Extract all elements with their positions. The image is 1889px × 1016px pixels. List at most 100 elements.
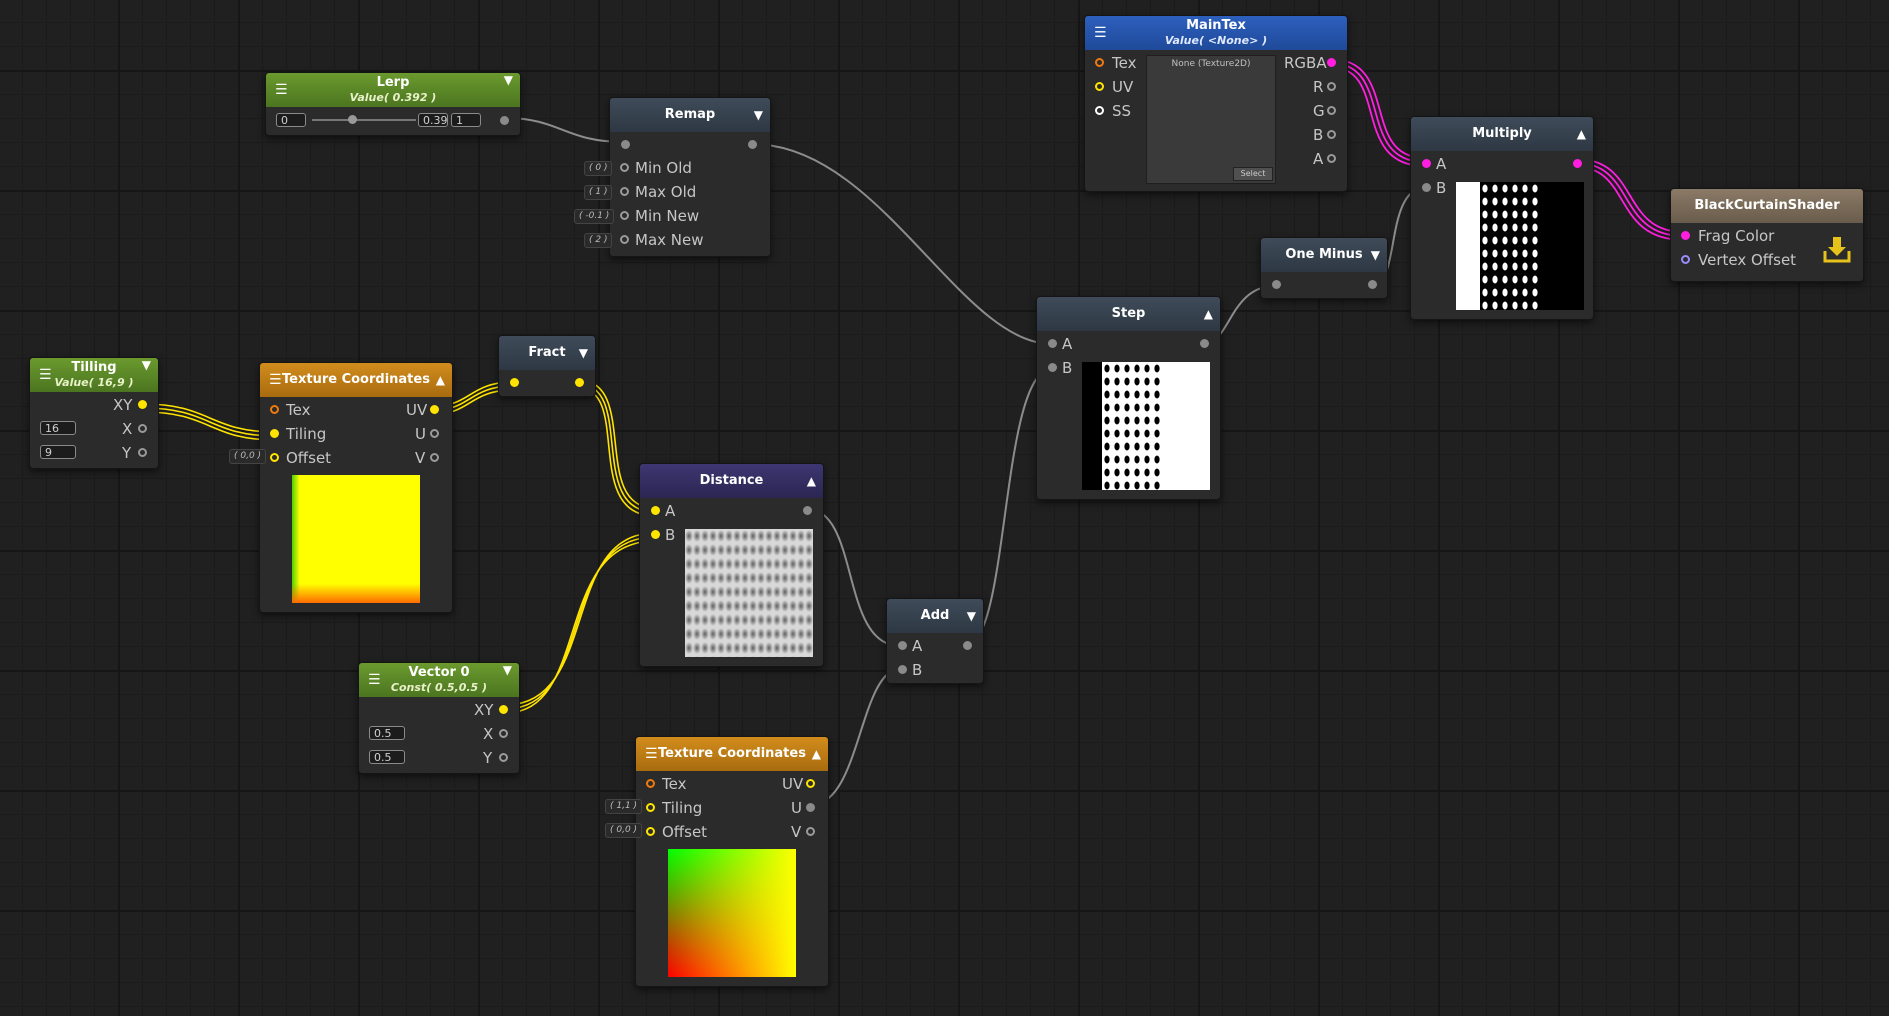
texcoord-1-uv-port[interactable] [430,405,439,414]
maintex-a-port[interactable] [1327,154,1336,163]
triangle-icon[interactable]: ▼ [966,609,976,623]
vector0-y-field[interactable]: 0.5 [369,750,405,764]
multiply-node[interactable]: Multiply ▲ A B [1410,116,1594,320]
fract-input-port[interactable] [510,378,519,387]
remap-min-new-port[interactable] [620,211,629,220]
master-node[interactable]: BlackCurtainShader Frag Color Vertex Off… [1670,188,1864,282]
maintex-g-port[interactable] [1327,106,1336,115]
maintex-r-port[interactable] [1327,82,1336,91]
maintex-tex-port[interactable] [1095,58,1104,67]
lerp-slider[interactable] [312,115,416,124]
step-node[interactable]: Step ▲ A B [1036,296,1221,500]
tilling-x-port[interactable] [138,424,147,433]
texcoord-2-offset-port[interactable] [646,827,655,836]
multiply-a-port[interactable] [1422,159,1431,168]
lerp-slider-thumb[interactable] [348,115,357,124]
triangle-icon[interactable]: ▼ [502,663,512,677]
texcoord-1-v-port[interactable] [430,453,439,462]
one-minus-header[interactable]: One Minus ▼ [1261,238,1387,272]
texcoord-2-uv-port[interactable] [806,779,815,788]
step-a-port[interactable] [1048,339,1057,348]
lerp-output-port[interactable] [500,116,509,125]
triangle-icon[interactable]: ▲ [1576,127,1586,141]
download-icon[interactable] [1821,233,1853,265]
triangle-icon[interactable]: ▼ [503,73,513,87]
texcoord-1-u-port[interactable] [430,429,439,438]
texcoord-1-header[interactable]: ☰ Texture Coordinates ▲ [260,363,452,397]
texcoord-node-2[interactable]: ☰ Texture Coordinates ▲ Tex Tiling Offse… [635,736,829,987]
hamburger-icon[interactable]: ☰ [39,367,52,383]
add-b-port[interactable] [898,665,907,674]
remap-max-old-default[interactable]: ( 1 ) [584,185,613,200]
one-minus-output-port[interactable] [1368,280,1377,289]
hamburger-icon[interactable]: ☰ [275,82,288,98]
maintex-b-port[interactable] [1327,130,1336,139]
triangle-icon[interactable]: ▲ [1203,307,1213,321]
fract-output-port[interactable] [575,378,584,387]
hamburger-icon[interactable]: ☰ [1094,25,1107,41]
lerp-node[interactable]: ☰ Lerp Value( 0.392 ) ▼ 0 0.39 1 [265,72,521,136]
one-minus-node[interactable]: One Minus ▼ [1260,237,1388,299]
triangle-icon[interactable]: ▼ [753,108,763,122]
tilling-header[interactable]: ☰ Tilling Value( 16,9 ) ▼ [30,358,158,392]
triangle-icon[interactable]: ▲ [806,474,816,488]
maintex-uv-port[interactable] [1095,82,1104,91]
remap-min-new-default[interactable]: ( -0.1 ) [574,209,615,224]
remap-node[interactable]: Remap ▼ Min Old Max Old Min New Max New [609,97,771,257]
distance-header[interactable]: Distance ▲ [640,464,823,498]
remap-max-new-port[interactable] [620,235,629,244]
texcoord-2-tiling-default[interactable]: ( 1,1 ) [605,799,643,814]
texcoord-node-1[interactable]: ☰ Texture Coordinates ▲ Tex Tiling Offse… [259,362,453,613]
tilling-x-field[interactable]: 16 [40,421,76,435]
multiply-output-port[interactable] [1573,159,1582,168]
hamburger-icon[interactable]: ☰ [368,672,381,688]
lerp-value-field[interactable]: 0.39 [418,113,448,127]
hamburger-icon[interactable]: ☰ [269,372,282,388]
texcoord-2-offset-default[interactable]: ( 0,0 ) [605,823,643,838]
tilling-y-port[interactable] [138,448,147,457]
step-b-port[interactable] [1048,363,1057,372]
remap-output-port[interactable] [748,140,757,149]
distance-b-port[interactable] [651,530,660,539]
vector0-y-port[interactable] [499,753,508,762]
tilling-y-field[interactable]: 9 [40,445,76,459]
master-frag-color-port[interactable] [1681,231,1690,240]
triangle-icon[interactable]: ▼ [1370,248,1380,262]
tilling-xy-port[interactable] [138,400,147,409]
maintex-select-button[interactable]: Select [1233,167,1273,181]
fract-header[interactable]: Fract ▼ [499,336,595,370]
lerp-min-field[interactable]: 0 [276,113,306,127]
one-minus-input-port[interactable] [1272,280,1281,289]
texcoord-2-v-port[interactable] [806,827,815,836]
vector0-header[interactable]: ☰ Vector 0 Const( 0.5,0.5 ) ▼ [359,663,519,697]
triangle-icon[interactable]: ▲ [435,373,445,387]
multiply-header[interactable]: Multiply ▲ [1411,117,1593,151]
texcoord-2-header[interactable]: ☰ Texture Coordinates ▲ [636,737,828,771]
distance-output-port[interactable] [803,506,812,515]
vector0-x-field[interactable]: 0.5 [369,726,405,740]
maintex-texture-slot[interactable]: None (Texture2D) Select [1146,55,1276,184]
step-output-port[interactable] [1200,339,1209,348]
texcoord-2-tiling-port[interactable] [646,803,655,812]
multiply-b-port[interactable] [1422,183,1431,192]
remap-min-old-default[interactable]: ( 0 ) [584,161,613,176]
triangle-icon[interactable]: ▲ [811,747,821,761]
texcoord-1-tiling-port[interactable] [270,429,279,438]
texcoord-2-tex-port[interactable] [646,779,655,788]
maintex-header[interactable]: ☰ MainTex Value( <None> ) [1085,16,1347,50]
vector0-xy-port[interactable] [499,705,508,714]
fract-node[interactable]: Fract ▼ [498,335,596,397]
vector0-x-port[interactable] [499,729,508,738]
remap-max-old-port[interactable] [620,187,629,196]
hamburger-icon[interactable]: ☰ [645,746,658,762]
remap-input-port[interactable] [621,140,630,149]
master-header[interactable]: BlackCurtainShader [1671,189,1863,223]
remap-max-new-default[interactable]: ( 2 ) [584,233,613,248]
add-a-port[interactable] [898,641,907,650]
triangle-icon[interactable]: ▼ [578,346,588,360]
maintex-ss-port[interactable] [1095,106,1104,115]
distance-node[interactable]: Distance ▲ A B [639,463,824,667]
remap-header[interactable]: Remap ▼ [610,98,770,132]
texcoord-1-tex-port[interactable] [270,405,279,414]
maintex-node[interactable]: ☰ MainTex Value( <None> ) Tex UV SS None… [1084,15,1348,192]
